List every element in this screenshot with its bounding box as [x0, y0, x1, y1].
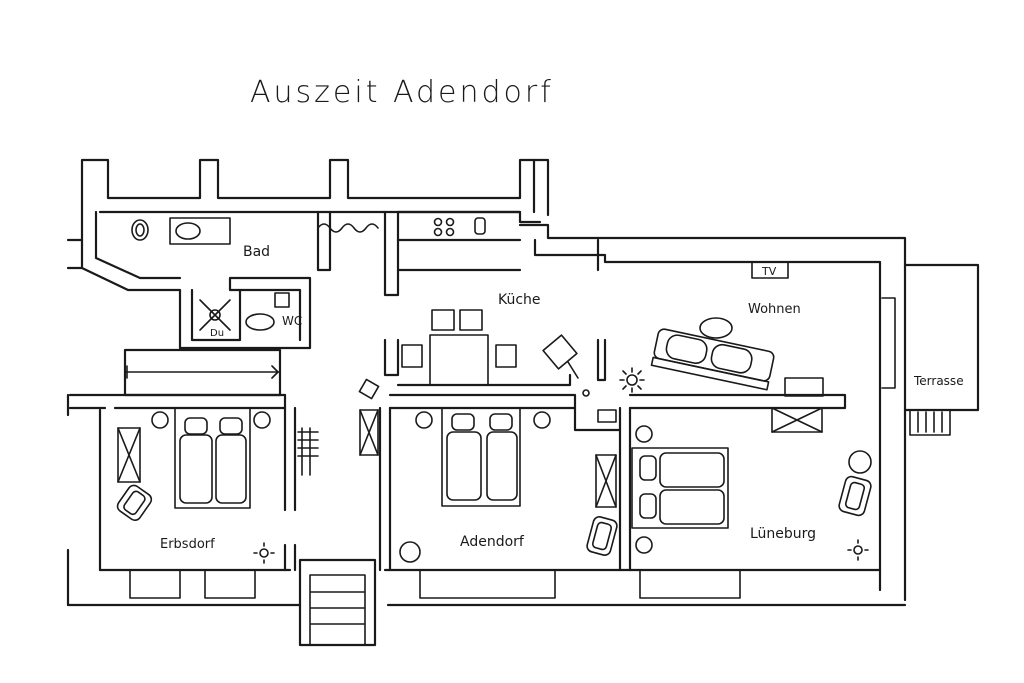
armchair-icon	[838, 475, 872, 517]
label-lueneburg: Lüneburg	[750, 526, 816, 542]
chair-icon	[401, 344, 423, 368]
adendorf-fixtures	[399, 407, 618, 563]
stove-icon	[433, 217, 443, 227]
living-fixtures	[619, 261, 824, 433]
lamp-icon	[259, 548, 269, 558]
lueneburg-fixtures	[631, 425, 872, 561]
sofa-icon	[650, 328, 775, 391]
lamp-icon	[853, 545, 863, 555]
room-labels: Bad Du WC Küche TV Wohnen Terrasse Erbsd…	[160, 244, 964, 552]
label-erbsdorf: Erbsdorf	[160, 537, 215, 552]
label-tv: TV	[761, 265, 777, 278]
radiator-icon	[317, 223, 379, 233]
toilet-icon	[131, 219, 149, 241]
label-bad: Bad	[243, 244, 270, 260]
kitchen-fixtures	[358, 217, 579, 400]
chair-icon	[495, 344, 517, 368]
label-du: Du	[210, 328, 224, 339]
sideboard-icon	[784, 377, 824, 397]
armchair-icon	[586, 516, 618, 556]
armchair-icon	[116, 484, 153, 522]
corridor-items	[297, 389, 617, 476]
shower-icon	[199, 299, 231, 331]
armchair-icon	[542, 334, 578, 370]
entrance-stairs	[298, 558, 377, 647]
tv-icon	[751, 261, 789, 279]
cabinet-icon	[771, 407, 823, 433]
label-terrasse: Terrasse	[913, 374, 964, 388]
lamp-icon	[626, 374, 638, 386]
dining-table	[429, 334, 489, 386]
stool-icon	[358, 378, 380, 400]
double-bed-icon	[441, 407, 521, 507]
bathroom-fixtures	[131, 217, 290, 331]
windows	[129, 297, 896, 599]
label-wohnen: Wohnen	[748, 302, 801, 317]
wc-sink-icon	[274, 292, 290, 308]
coffee-table-icon	[699, 317, 733, 339]
wc-toilet-icon	[245, 313, 275, 331]
terrace	[903, 263, 980, 436]
plan-title: Auszeit Adendorf	[250, 75, 554, 110]
label-adendorf: Adendorf	[460, 534, 525, 550]
interior-walls	[68, 210, 847, 572]
label-wc: WC	[282, 314, 302, 328]
double-bed-icon	[174, 407, 251, 509]
sink-icon	[474, 217, 486, 235]
sink-icon	[169, 217, 231, 245]
outer-walls	[66, 158, 907, 607]
chair-icon	[431, 309, 455, 331]
label-kueche: Küche	[498, 292, 541, 308]
chair-icon	[459, 309, 483, 331]
double-bed-icon	[631, 447, 729, 529]
erbsdorf-fixtures	[116, 407, 275, 564]
wardrobe-icon	[595, 454, 617, 508]
wardrobe-icon	[117, 427, 141, 483]
